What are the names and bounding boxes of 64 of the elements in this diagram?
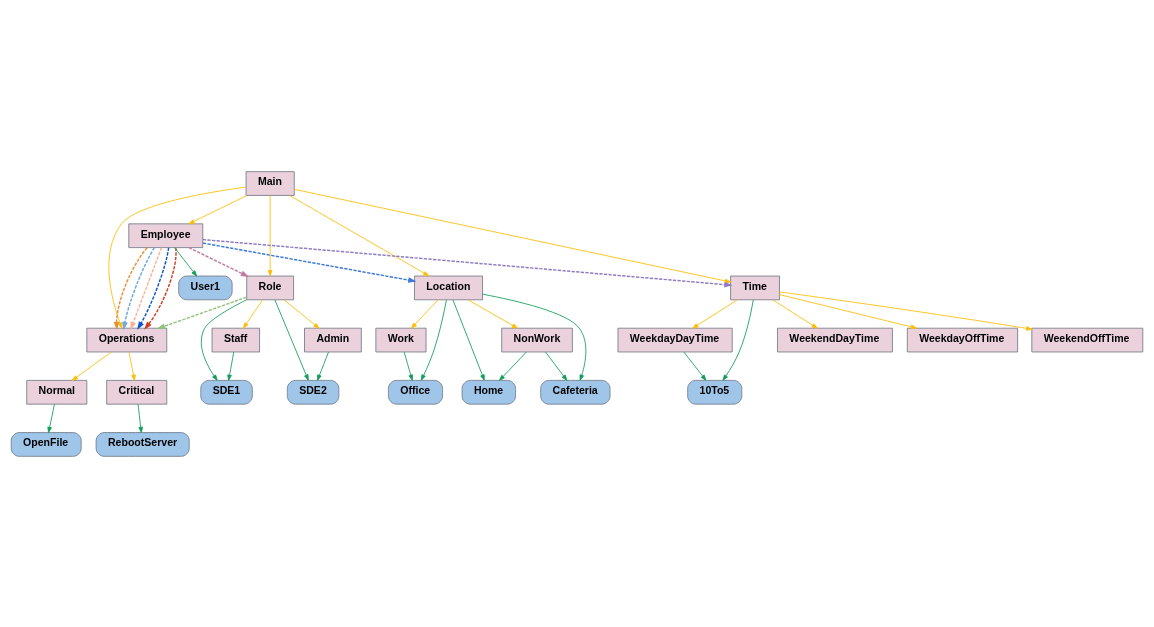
arrow bbox=[137, 403, 143, 433]
arrow bbox=[71, 351, 112, 381]
arrow bbox=[420, 299, 447, 381]
arrow bbox=[227, 351, 235, 381]
node-box: Home bbox=[461, 379, 516, 405]
arrow bbox=[779, 293, 917, 329]
arrow bbox=[722, 298, 754, 381]
arrow bbox=[108, 186, 247, 329]
node-box: User1 bbox=[178, 275, 233, 300]
arrow bbox=[403, 351, 414, 381]
node-box: Work bbox=[375, 327, 427, 352]
node-box: Operations bbox=[86, 327, 168, 352]
arrow bbox=[130, 246, 163, 330]
arrow bbox=[202, 238, 733, 287]
node-box: WeekdayOffTime bbox=[906, 327, 1018, 352]
node-box: Admin bbox=[304, 327, 362, 352]
node-box: WeekendDayTime bbox=[777, 327, 893, 352]
node-box: SDE1 bbox=[200, 379, 253, 405]
arrow bbox=[243, 298, 263, 329]
arrow bbox=[200, 298, 248, 381]
arrow bbox=[482, 293, 587, 381]
node-box: NonWork bbox=[501, 327, 573, 352]
node-box: Time bbox=[730, 275, 780, 300]
arrow bbox=[128, 351, 136, 381]
arrow bbox=[317, 351, 329, 381]
node-box: Role bbox=[246, 275, 294, 300]
arrow bbox=[499, 351, 527, 381]
arrow bbox=[137, 246, 170, 330]
arrow bbox=[267, 194, 273, 276]
arrow bbox=[545, 351, 568, 381]
node-box: SDE2 bbox=[286, 379, 340, 405]
arrow bbox=[683, 351, 707, 381]
arrow bbox=[467, 298, 518, 329]
arrow bbox=[202, 241, 417, 283]
arrow bbox=[772, 298, 818, 329]
arrow bbox=[283, 298, 320, 329]
node-box: RebootServer bbox=[95, 431, 190, 457]
node-box: Main bbox=[245, 170, 295, 196]
arrow bbox=[293, 188, 731, 283]
arrow bbox=[274, 299, 309, 381]
node-box: 10To5 bbox=[687, 379, 743, 405]
arrow bbox=[144, 246, 177, 330]
arrow bbox=[779, 290, 1033, 331]
arrow bbox=[47, 403, 55, 433]
node-box: WeekendOffTime bbox=[1031, 327, 1144, 352]
arrow bbox=[289, 194, 430, 276]
node-box: Employee bbox=[128, 222, 204, 248]
node-box: Office bbox=[388, 379, 443, 405]
node-box: Location bbox=[414, 275, 483, 300]
arrow bbox=[411, 298, 439, 329]
node-box: Normal bbox=[26, 379, 88, 405]
arrow bbox=[113, 246, 148, 330]
arrow bbox=[174, 246, 198, 276]
arrow bbox=[692, 298, 738, 329]
arrow bbox=[188, 194, 248, 224]
arrow bbox=[122, 246, 156, 330]
arrow bbox=[188, 246, 249, 277]
node-box: OpenFile bbox=[10, 431, 82, 457]
node-box: WeekdayDayTime bbox=[617, 327, 733, 352]
arrow bbox=[156, 295, 248, 329]
node-box: Staff bbox=[211, 327, 260, 352]
arrow bbox=[452, 299, 485, 381]
node-box: Cafeteria bbox=[540, 379, 611, 405]
node-box: Critical bbox=[106, 379, 168, 405]
